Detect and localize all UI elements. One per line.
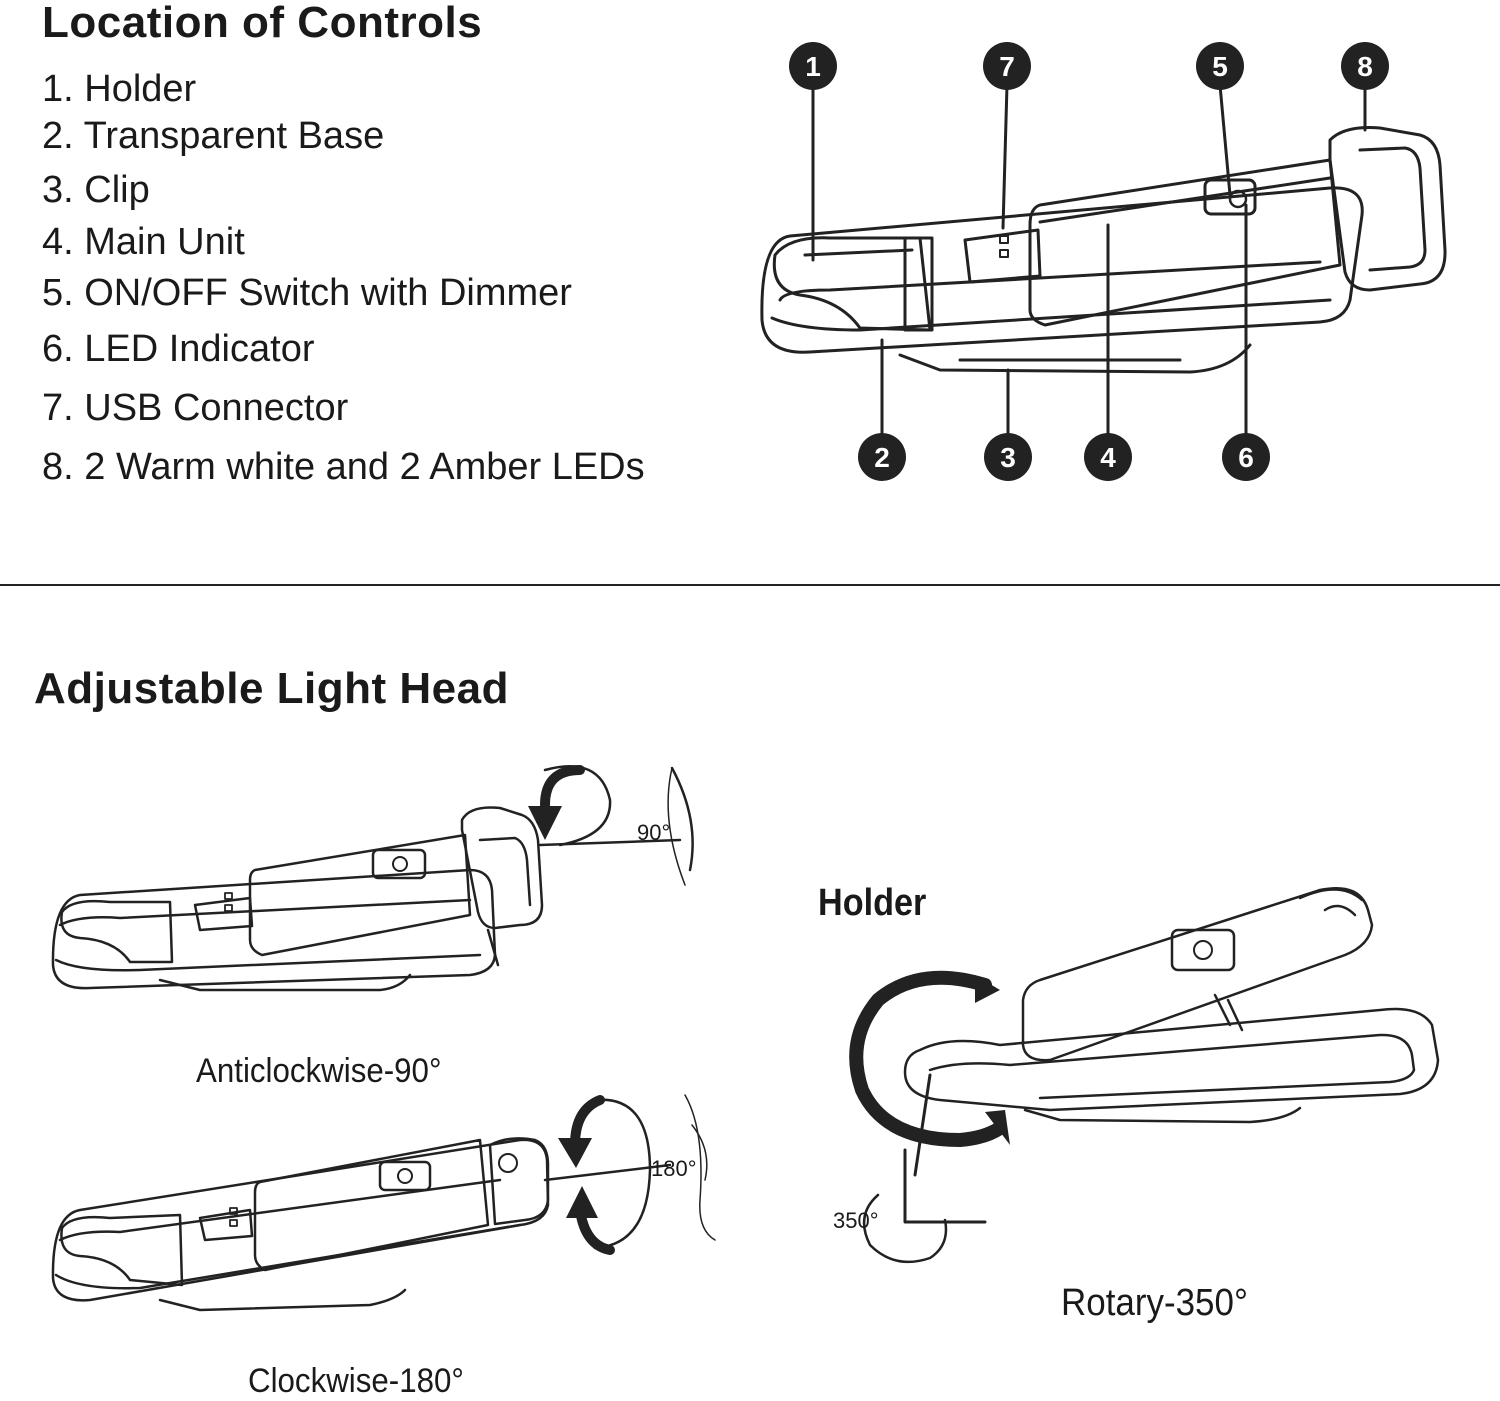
- led-head-shape: [1328, 126, 1447, 292]
- callout-6: 6: [1222, 433, 1270, 481]
- rotate-anticlockwise-arrow: [540, 765, 585, 810]
- control-item-switch: 5. ON/OFF Switch with Dimmer: [42, 272, 572, 314]
- svg-text:4: 4: [1100, 442, 1116, 473]
- section-divider: [0, 584, 1500, 586]
- svg-text:7: 7: [999, 51, 1015, 82]
- rotary-arc: [849, 970, 1007, 1147]
- callout-7: 7: [983, 42, 1031, 90]
- control-item-leds: 8. 2 Warm white and 2 Amber LEDs: [42, 446, 645, 488]
- svg-text:2: 2: [874, 442, 890, 473]
- svg-text:5: 5: [1212, 51, 1228, 82]
- angle-arc-350: [862, 1193, 948, 1264]
- usb-connector-shape: [963, 228, 1042, 284]
- callout-2: 2: [858, 433, 906, 481]
- callout-3: 3: [984, 433, 1032, 481]
- angle-90-label: 90°: [637, 820, 671, 845]
- svg-text:6: 6: [1238, 442, 1254, 473]
- callout-1: 1: [789, 42, 837, 90]
- svg-text:1: 1: [805, 51, 821, 82]
- holder-label: Holder: [818, 882, 927, 924]
- angle-180-label: 180°: [651, 1156, 697, 1181]
- device-rotary-350: [849, 887, 1440, 1264]
- callout-badges: 1 7 5 8 2 3 4 6: [789, 42, 1389, 481]
- device-clockwise-180: [51, 1094, 716, 1312]
- control-item-led-indicator: 6. LED Indicator: [42, 328, 315, 370]
- angle-350-label: 350°: [833, 1208, 879, 1233]
- control-item-holder: 1. Holder: [42, 68, 197, 110]
- device-diagram-top: [760, 83, 1447, 440]
- holder-shape: [772, 236, 932, 332]
- controls-title: Location of Controls: [42, 0, 483, 47]
- control-item-main-unit: 4. Main Unit: [42, 221, 245, 263]
- callout-8: 8: [1341, 42, 1389, 90]
- device-anticlockwise-90: [51, 765, 694, 992]
- rotation-arc-180: [593, 1098, 652, 1250]
- adjust-title: Adjustable Light Head: [34, 664, 509, 713]
- svg-text:3: 3: [1000, 442, 1016, 473]
- caption-rotary: Rotary-350°: [1061, 1282, 1248, 1324]
- clip-shape: [898, 343, 1252, 374]
- callout-5: 5: [1196, 42, 1244, 90]
- caption-anticlockwise: Anticlockwise-90°: [196, 1052, 442, 1090]
- transparent-base-shape: [760, 186, 1364, 354]
- svg-text:8: 8: [1357, 51, 1373, 82]
- control-item-transparent-base: 2. Transparent Base: [42, 115, 385, 157]
- control-item-usb-connector: 7. USB Connector: [42, 387, 349, 429]
- main-unit-shape: [1028, 158, 1342, 327]
- control-item-clip: 3. Clip: [42, 169, 150, 211]
- caption-clockwise: Clockwise-180°: [248, 1362, 464, 1400]
- callout-4: 4: [1084, 433, 1132, 481]
